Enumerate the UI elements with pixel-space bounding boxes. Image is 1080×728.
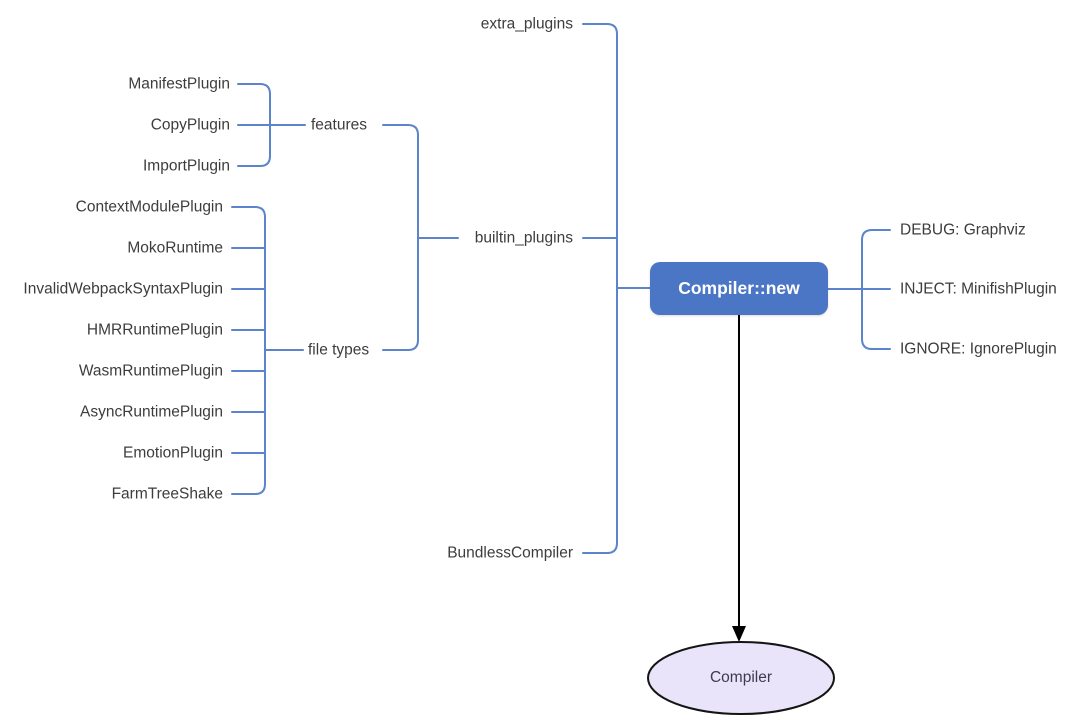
node-ignore-ignoreplugin: IGNORE: IgnorePlugin	[900, 340, 1057, 358]
node-emotionplugin: EmotionPlugin	[123, 444, 223, 462]
node-manifestplugin: ManifestPlugin	[128, 75, 230, 93]
node-farmtreeshake: FarmTreeShake	[111, 485, 223, 503]
node-contextmoduleplugin: ContextModulePlugin	[75, 198, 223, 216]
node-mokoruntime: MokoRuntime	[127, 239, 223, 257]
node-asyncruntimeplugin: AsyncRuntimePlugin	[79, 403, 223, 421]
node-inject-minifishplugin: INJECT: MinifishPlugin	[900, 280, 1057, 298]
node-extra-plugins: extra_plugins	[480, 15, 573, 33]
spine-bracket	[582, 23, 618, 554]
node-importplugin: ImportPlugin	[142, 157, 230, 175]
node-bundlesscompiler: BundlessCompiler	[447, 544, 573, 562]
node-features: features	[311, 116, 368, 134]
node-hmrruntimeplugin: HMRRuntimePlugin	[86, 321, 223, 339]
builtin-children-bracket	[382, 124, 419, 351]
node-copyplugin: CopyPlugin	[150, 116, 230, 134]
compiler-ellipse	[647, 641, 835, 715]
node-builtin-plugins: builtin_plugins	[474, 229, 573, 247]
node-wasmruntimeplugin: WasmRuntimePlugin	[78, 362, 223, 380]
node-debug-graphviz: DEBUG: Graphviz	[900, 221, 1026, 239]
filetypes-children-bracket	[231, 206, 266, 495]
node-file-types: file types	[308, 341, 370, 359]
compiler-ellipse-label: Compiler	[709, 669, 772, 686]
arrowhead-icon	[732, 626, 746, 642]
node-invalidwebpacksyntaxplugin: InvalidWebpackSyntaxPlugin	[23, 280, 223, 298]
compiler-new-node: Compiler::new	[650, 262, 828, 315]
